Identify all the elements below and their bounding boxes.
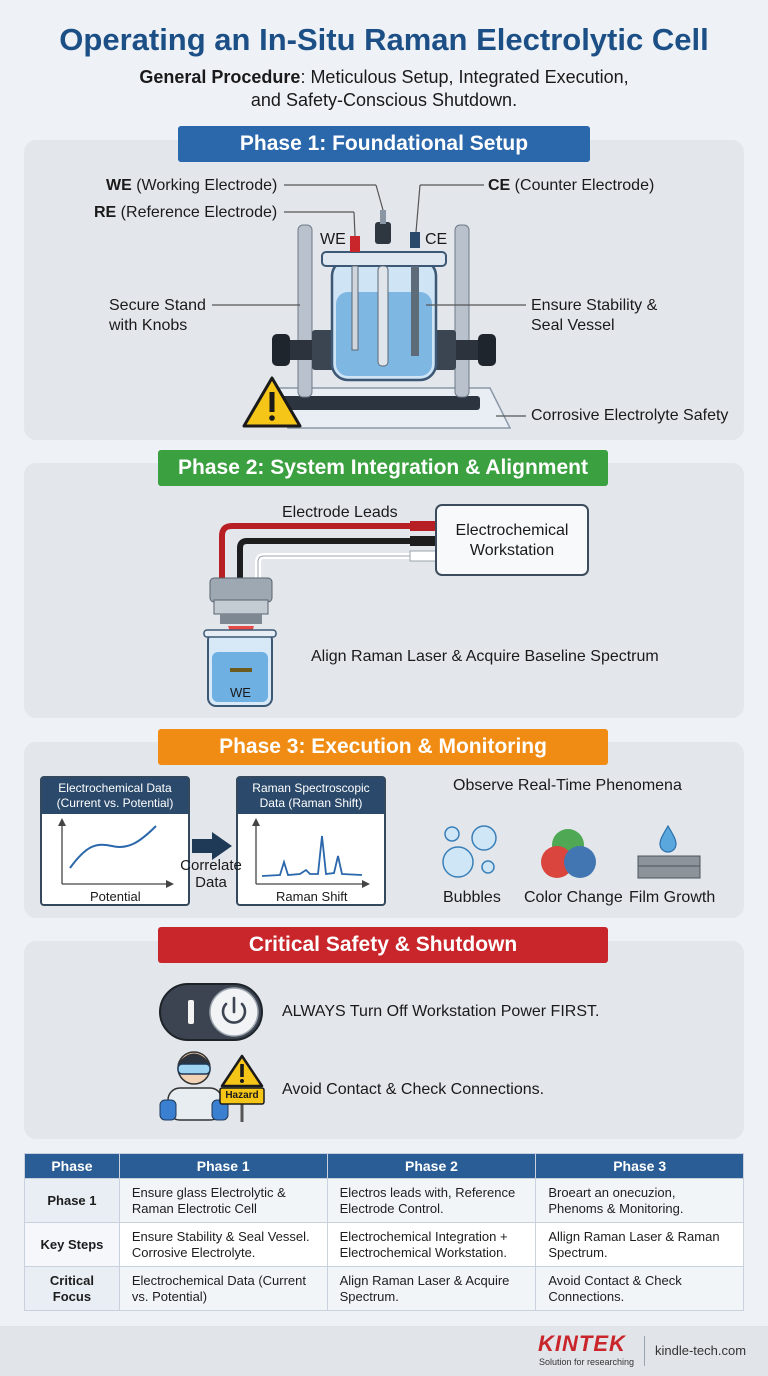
beaker-we-tag: WE — [230, 685, 251, 700]
table-header: Phase 2 — [326, 1153, 537, 1179]
table-cell: Avoid Contact & Check Connections. — [535, 1266, 744, 1311]
hazard-sign-icon — [219, 1054, 265, 1122]
footer: KINTEK Solution for researching kindle-t… — [0, 1326, 768, 1376]
we-label: WE (Working Electrode) — [106, 177, 278, 194]
phenomenon-bubbles: Bubbles — [443, 889, 501, 906]
table-row: Key Steps Ensure Stability & Seal Vessel… — [24, 1222, 744, 1267]
table-row-header: Key Steps — [24, 1222, 120, 1267]
subtitle-line2: and Safety-Conscious Shutdown. — [250, 90, 518, 110]
echem-xlabel: Potential — [90, 889, 141, 904]
electrode-leads-label: Electrode Leads — [282, 504, 398, 521]
table-row: Phase 1 Ensure glass Electrolytic & Rama… — [24, 1178, 744, 1223]
subtitle-rest: : Meticulous Setup, Integrated Execution… — [300, 67, 629, 87]
integration-illustration — [203, 504, 589, 707]
phenomenon-color-change: Color Change — [524, 889, 623, 906]
echem-data-header: Electrochemical Data (Current vs. Potent… — [42, 778, 188, 814]
table-cell: Align Raman Laser & Acquire Spectrum. — [326, 1266, 537, 1311]
table-cell: Ensure glass Electrolytic & Raman Electr… — [118, 1178, 328, 1223]
phase3-graphics — [58, 818, 701, 888]
bubbles-icon — [442, 825, 497, 878]
table-header: Phase — [24, 1153, 120, 1179]
seal-label: Ensure Stability &Seal Vessel — [531, 297, 658, 334]
observe-label: Observe Real-Time Phenomena — [453, 777, 682, 794]
table-row-header: Critical Focus — [24, 1266, 120, 1311]
ce-label: CE (Counter Electrode) — [488, 177, 655, 194]
summary-table: Phase Phase 1 Phase 2 Phase 3 Phase 1 En… — [24, 1153, 744, 1311]
phase3-banner: Phase 3: Execution & Monitoring — [158, 729, 608, 765]
hazard-label: Hazard — [225, 1090, 259, 1101]
footer-divider — [644, 1336, 645, 1366]
table-cell: Broeart an onecuzion, Phenoms & Monitori… — [535, 1178, 744, 1223]
subtitle-bold: General Procedure — [139, 67, 301, 87]
brand-logo: KINTEK — [538, 1331, 626, 1356]
table-header-row: Phase Phase 1 Phase 2 Phase 3 — [24, 1153, 744, 1179]
table-header: Phase 3 — [535, 1153, 744, 1179]
contact-instruction: Avoid Contact & Check Connections. — [282, 1081, 545, 1098]
safety-graphics — [159, 983, 265, 1122]
power-off-instruction: ALWAYS Turn Off Workstation Power FIRST. — [282, 1003, 600, 1020]
table-cell: Ensure Stability & Seal Vessel. Corrosiv… — [118, 1222, 328, 1267]
worker-ppe-icon — [159, 1051, 229, 1121]
align-label: Align Raman Laser & Acquire Baseline Spe… — [311, 648, 659, 665]
site-link[interactable]: kindle-tech.com — [655, 1343, 747, 1358]
brand-tagline: Solution for researching — [539, 1357, 635, 1367]
safety-banner: Critical Safety & Shutdown — [158, 927, 608, 963]
we-tag: WE — [320, 231, 346, 248]
film-growth-icon — [637, 824, 701, 879]
cell-apparatus-illustration — [212, 184, 526, 429]
phenomenon-film-growth: Film Growth — [629, 889, 716, 906]
page-title: Operating an In-Situ Raman Electrolytic … — [59, 22, 709, 57]
power-switch-icon — [159, 983, 263, 1041]
table-cell: Electrochemical Data (Current vs. Potent… — [118, 1266, 328, 1311]
color-change-icon — [541, 829, 596, 878]
ce-tag: CE — [425, 231, 448, 248]
page-subtitle: General Procedure: Meticulous Setup, Int… — [0, 66, 768, 112]
phase1-banner: Phase 1: Foundational Setup — [178, 126, 590, 162]
phase2-banner: Phase 2: System Integration & Alignment — [158, 450, 608, 486]
table-header: Phase 1 — [118, 1153, 328, 1179]
raman-xlabel: Raman Shift — [276, 889, 348, 904]
phase2-panel — [24, 463, 744, 718]
raman-data-header: Raman Spectroscopic Data (Raman Shift) — [238, 778, 384, 814]
table-cell: Electros leads with, Reference Electrode… — [326, 1178, 537, 1223]
table-cell: Electrochemical Integration + Electroche… — [326, 1222, 537, 1267]
table-cell: Allign Raman Laser & Raman Spectrum. — [535, 1222, 744, 1267]
table-row: Critical Focus Electrochemical Data (Cur… — [24, 1266, 744, 1311]
re-label: RE (Reference Electrode) — [94, 204, 278, 221]
safety-panel — [24, 941, 744, 1139]
corrosive-label: Corrosive Electrolyte Safety — [531, 407, 729, 424]
table-row-header: Phase 1 — [24, 1178, 120, 1223]
